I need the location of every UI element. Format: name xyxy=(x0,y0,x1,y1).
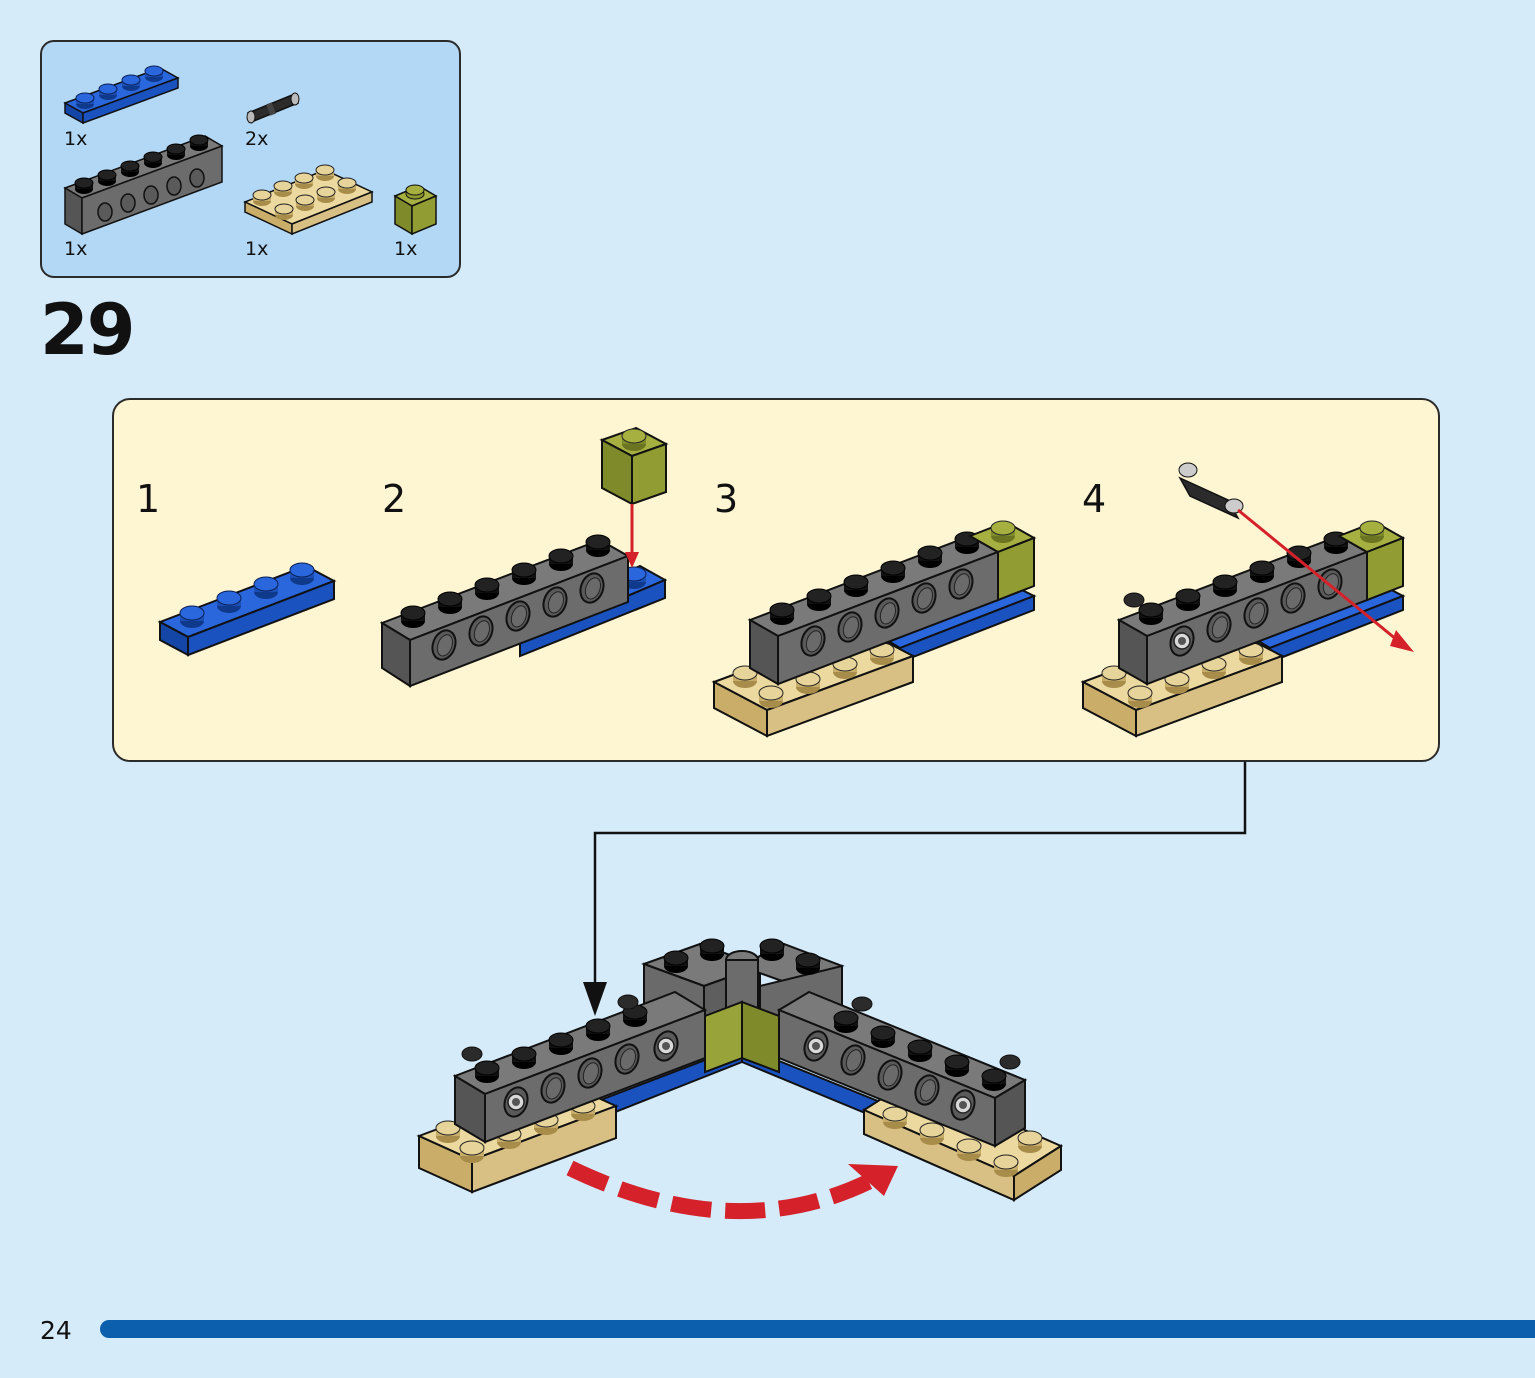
part-qty: 2x xyxy=(245,128,269,150)
substep-4-assembly xyxy=(1080,462,1414,738)
substep-number: 1 xyxy=(136,477,161,521)
step-number: 29 xyxy=(40,289,135,371)
substep-number: 2 xyxy=(382,477,407,521)
part-qty: 1x xyxy=(64,238,88,260)
rotation-arrow xyxy=(566,1160,898,1220)
progress-bar xyxy=(100,1320,1535,1338)
substep-number: 3 xyxy=(714,477,739,521)
substep-2-assembly xyxy=(379,426,669,688)
part-grey-technic-brick-icon xyxy=(63,134,224,236)
part-qty: 1x xyxy=(245,238,269,260)
right-grey-brick xyxy=(776,990,1028,1148)
substep-number: 4 xyxy=(1082,477,1107,521)
part-connector-pin-icon xyxy=(246,92,300,124)
part-qty: 1x xyxy=(394,238,418,260)
left-grey-brick xyxy=(452,990,708,1144)
part-qty: 1x xyxy=(64,128,88,150)
parts-list-box xyxy=(40,40,461,278)
part-blue-plate-icon xyxy=(63,65,180,125)
part-tan-plate-icon xyxy=(243,164,374,236)
substep-1-blue-plate xyxy=(157,562,337,657)
part-olive-brick-icon xyxy=(393,184,438,236)
page-number: 24 xyxy=(40,1316,72,1345)
substep-3-assembly xyxy=(711,520,1037,738)
